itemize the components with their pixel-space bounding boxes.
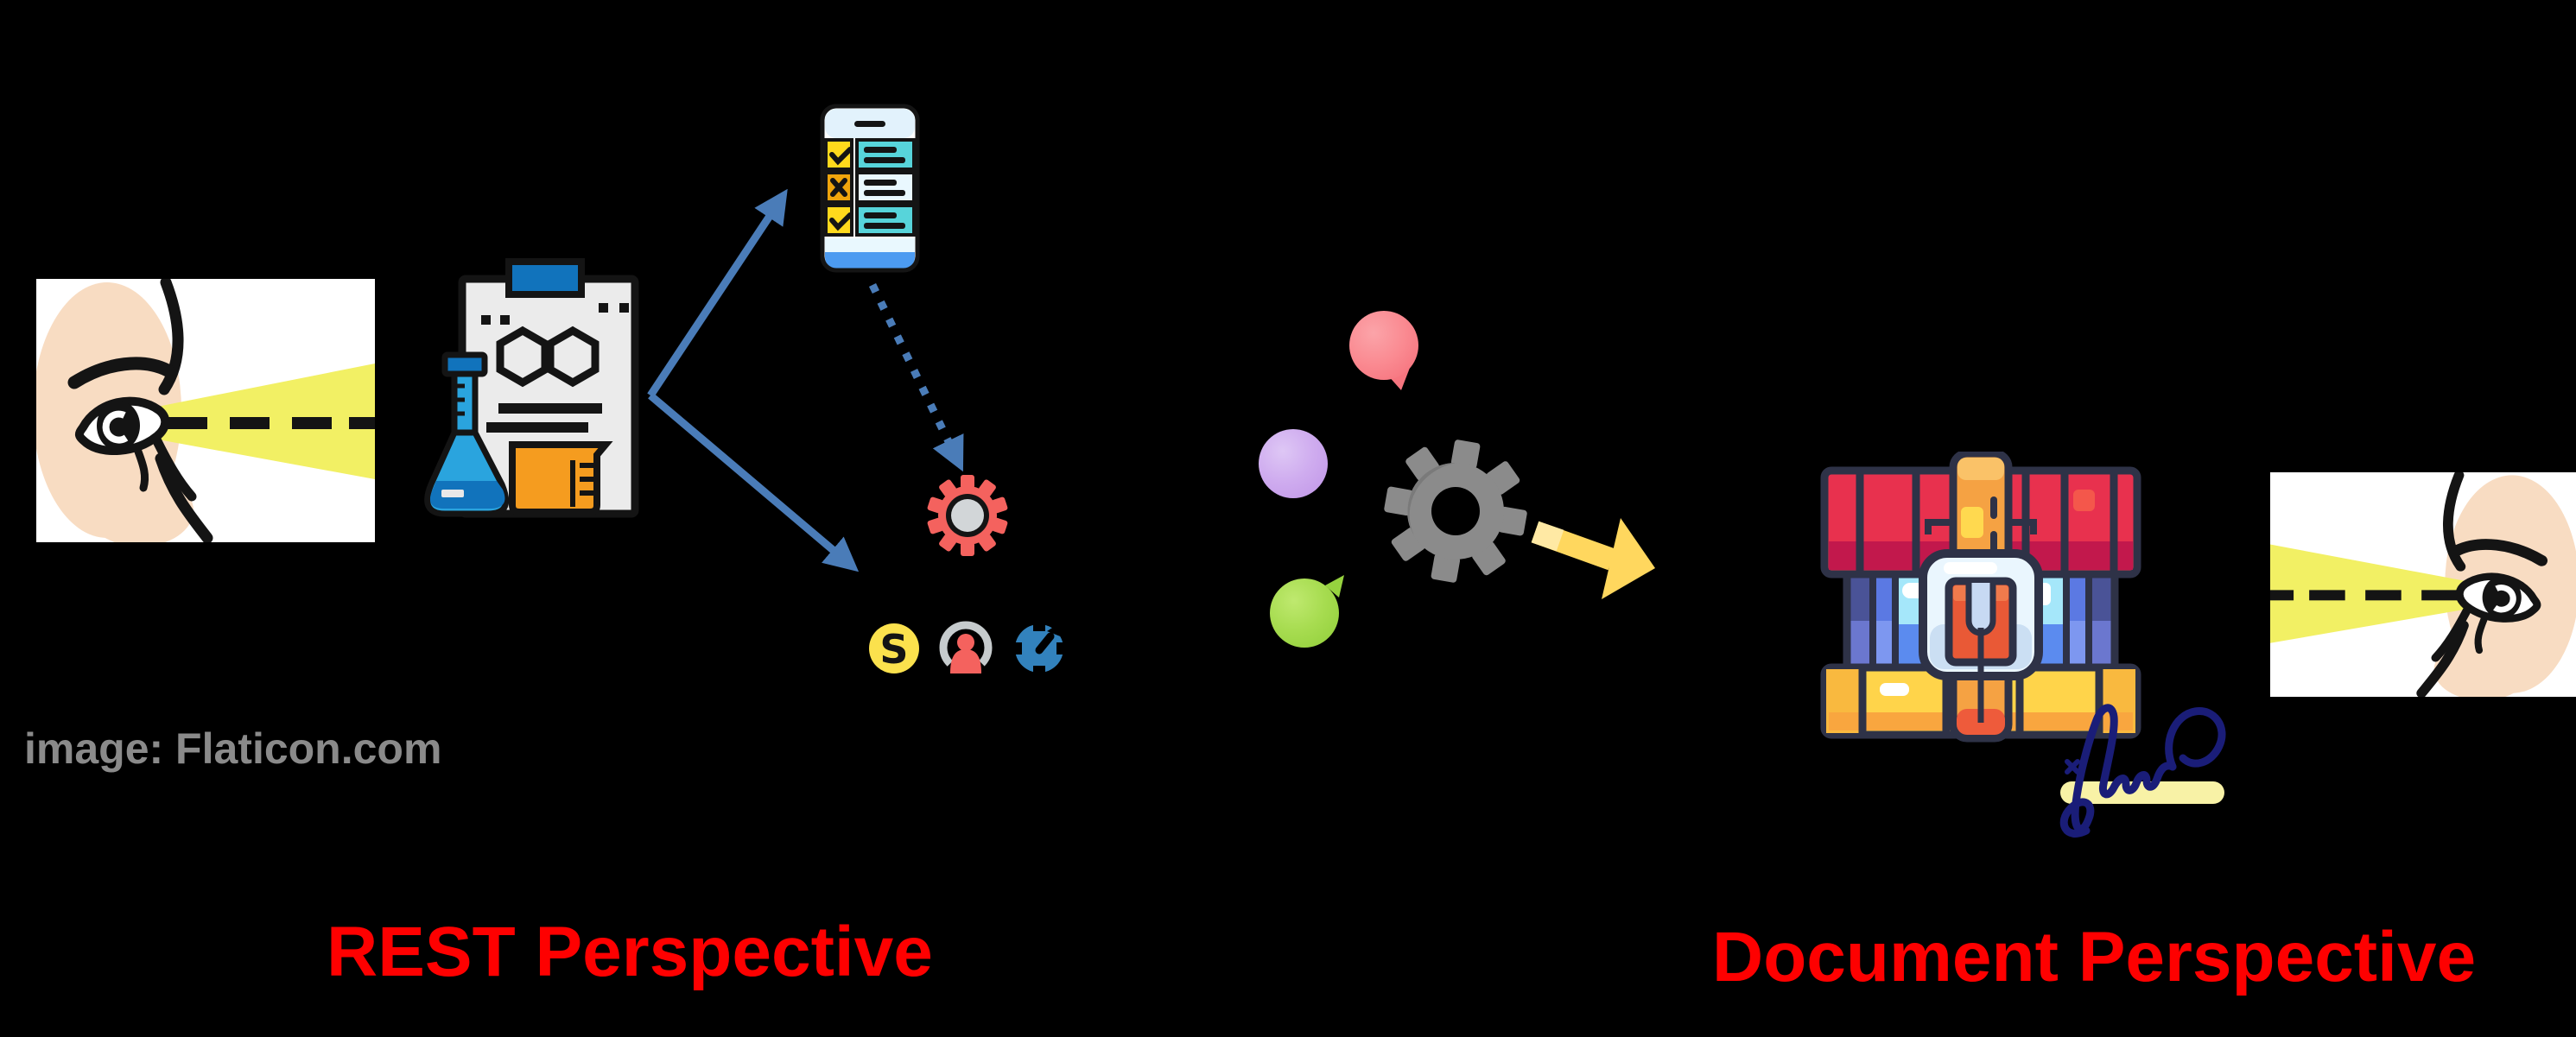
currency-coin-icon: S [869, 623, 919, 673]
machine-gear-icon [1384, 439, 1527, 583]
image-credit: image: Flaticon.com [24, 724, 442, 773]
treasure-chest-icon [1820, 452, 2141, 743]
document-perspective-label: Document Perspective [1712, 918, 2477, 996]
peeking-eye-image [36, 279, 375, 542]
process-gear-icon [927, 475, 1008, 556]
arrow-to-phone [647, 188, 788, 398]
handwritten-signature [2059, 704, 2226, 838]
dotted-arrow-to-gear [868, 283, 964, 472]
purple-balloon-icon [1259, 429, 1328, 498]
checklist-smartphone-icon [820, 104, 920, 273]
rest-perspective-label: REST Perspective [327, 913, 933, 991]
green-balloon-icon [1270, 575, 1344, 648]
output-arrow-icon [1531, 518, 1655, 599]
peeking-eye-image-mirrored [2270, 472, 2576, 697]
user-avatar-icon [939, 621, 993, 674]
svg-text:S: S [879, 626, 908, 673]
arrow-to-services [648, 392, 860, 572]
chemistry-clipboard-icon [424, 258, 639, 518]
settings-dial-icon [1012, 621, 1067, 676]
red-balloon-icon [1349, 311, 1418, 390]
